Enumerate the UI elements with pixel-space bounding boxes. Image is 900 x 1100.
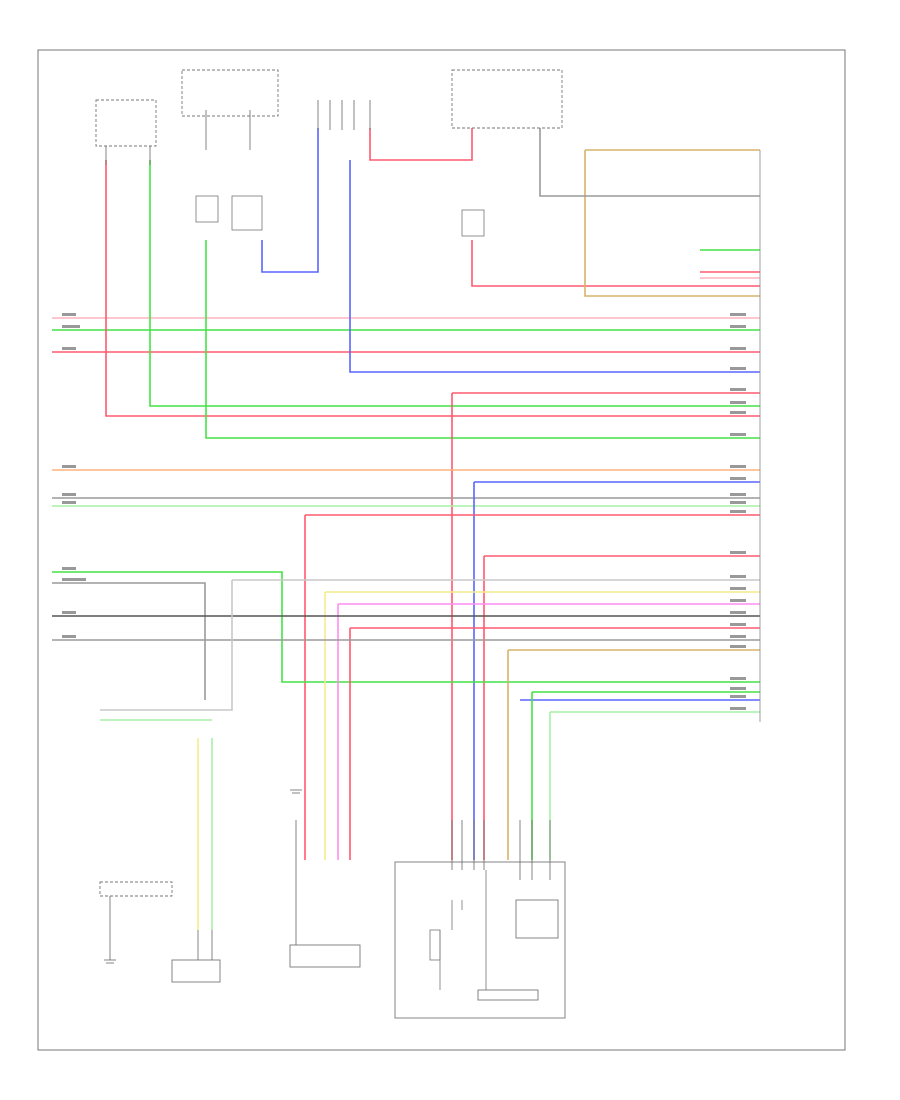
wire-w6 — [149, 160, 760, 407]
wire-w32 — [471, 240, 760, 287]
component-layer — [95, 69, 566, 1019]
component-box-c6 — [171, 959, 221, 983]
top-connector-pins — [105, 100, 371, 165]
wire-w30 — [100, 580, 233, 711]
component-box-c8 — [515, 899, 559, 939]
wire-layer — [52, 128, 760, 930]
component-box-c4 — [394, 861, 566, 1019]
wire-w34 — [584, 150, 760, 297]
component-box-c7 — [99, 881, 173, 897]
component-box-c5 — [289, 944, 361, 968]
wire-w5 — [105, 160, 760, 417]
wire-w4 — [349, 160, 760, 373]
bottom-connector-pins — [109, 820, 551, 960]
ground-symbols — [104, 789, 302, 964]
wire-w33 — [261, 128, 319, 273]
wire-w7 — [205, 240, 760, 439]
wire-w16 — [52, 582, 206, 700]
diagram-border — [37, 49, 846, 1051]
wire-w15 — [52, 571, 760, 683]
component-box-c9 — [477, 989, 539, 1001]
relay-boxes — [195, 195, 485, 237]
pin-label-marks — [62, 313, 746, 710]
connector-art — [62, 100, 761, 990]
wire-w31 — [369, 128, 473, 161]
component-box-c3 — [451, 69, 563, 129]
wire-w36 — [539, 128, 760, 197]
component-box-c2 — [181, 69, 279, 117]
component-box-c1 — [95, 99, 157, 147]
module-internal-circuit — [429, 870, 487, 990]
